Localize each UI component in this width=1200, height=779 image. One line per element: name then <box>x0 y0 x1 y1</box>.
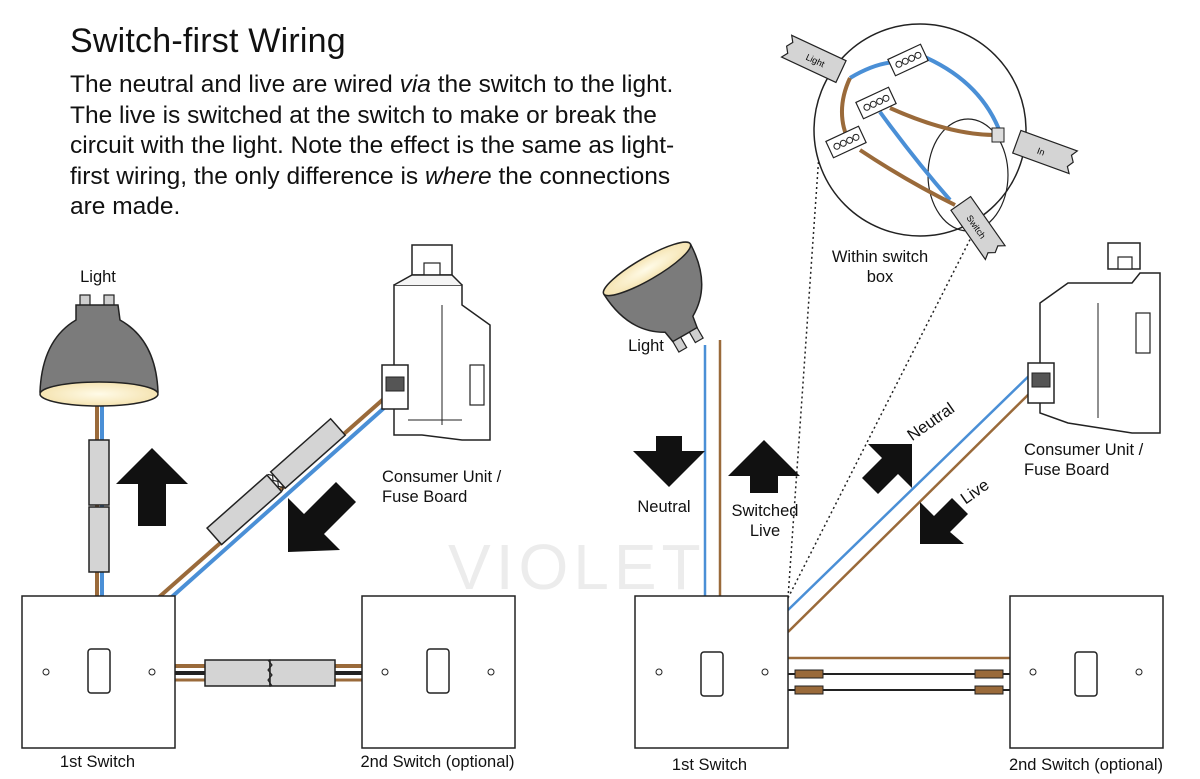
right-light-label: Light <box>628 337 664 355</box>
right-switch-2 <box>1009 595 1164 749</box>
diagram-title: Switch-first Wiring <box>70 22 346 60</box>
right-switch-1 <box>634 595 789 749</box>
neutral-flow-label: Neutral <box>637 498 691 516</box>
right-light-bulb <box>602 241 704 353</box>
left-switch-link-wires <box>175 659 362 687</box>
description-text: The neutral and live are wired via the s… <box>70 71 675 220</box>
switched-live-label: Switched Live <box>731 502 799 540</box>
right-switch-2-label: 2nd Switch (optional) <box>1008 756 1164 774</box>
down-left-arrow-icon <box>288 482 356 552</box>
left-consumer-unit-label: Consumer Unit / Fuse Board <box>382 468 502 506</box>
right-diagram: Light In Switch <box>602 23 1164 749</box>
left-light-wires <box>88 400 110 600</box>
left-switch-2 <box>361 595 516 749</box>
left-light-label: Light <box>80 268 116 286</box>
right-consumer-unit <box>1027 242 1161 434</box>
right-switch-1-label: 1st Switch <box>671 756 748 774</box>
left-consumer-unit <box>381 244 491 441</box>
watermark: VIOLET <box>448 531 706 603</box>
left-switch-1-label: 1st Switch <box>59 753 136 771</box>
wire-sleeve <box>88 439 110 506</box>
tag-in: In <box>1036 146 1046 158</box>
left-switch-2-label: 2nd Switch (optional) <box>360 753 515 771</box>
left-light-bulb <box>39 294 159 407</box>
switch-box-label: Within switch box <box>831 248 929 286</box>
left-diagram <box>21 244 516 749</box>
right-consumer-unit-label: Consumer Unit / Fuse Board <box>1024 441 1144 479</box>
switch-box-detail: Light In Switch <box>780 23 1079 261</box>
up-arrow-icon <box>728 440 800 493</box>
left-cu-wires <box>156 393 395 605</box>
wire-sleeve <box>88 506 110 573</box>
up-right-arrow-icon <box>862 444 912 494</box>
down-left-arrow-icon <box>920 498 968 544</box>
down-arrow-icon <box>633 436 705 487</box>
up-arrow-icon <box>116 448 188 526</box>
left-switch-1 <box>21 595 176 749</box>
